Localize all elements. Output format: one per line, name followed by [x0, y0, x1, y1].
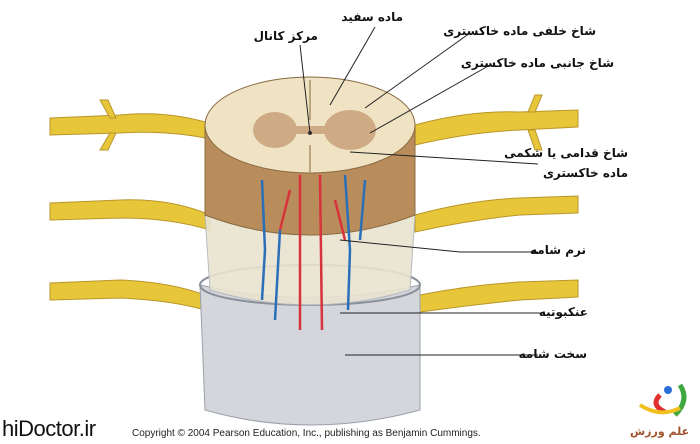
label-posterior-horn: شاخ خلفی ماده خاکستری [443, 24, 596, 38]
cord-cross-section [204, 76, 416, 174]
label-anterior-horn-line2: ماده خاکستری [542, 166, 628, 180]
logo-text: علم ورزش [630, 425, 690, 438]
label-arachnoid: عنکبوتیه [538, 305, 588, 319]
spinal-nerves [49, 94, 579, 313]
label-central-canal: مرکز کانال [253, 29, 318, 43]
label-dura-mater: سخت شامه [518, 347, 587, 361]
label-lateral-horn: شاخ جانبی ماده خاکستری [460, 56, 614, 70]
label-pia-mater: نرم شامه [530, 243, 586, 257]
leader-lines [299, 26, 545, 356]
blood-vessels [260, 174, 367, 331]
logo-icon [638, 383, 687, 417]
watermark: hiDoctor.ir [2, 416, 96, 441]
gray-matter [253, 110, 376, 150]
label-white-matter: ماده سفید [341, 10, 403, 24]
label-anterior-horn: شاخ قدامی یا شکمی [504, 146, 628, 160]
copyright-text: Copyright © 2004 Pearson Education, Inc.… [132, 428, 481, 439]
